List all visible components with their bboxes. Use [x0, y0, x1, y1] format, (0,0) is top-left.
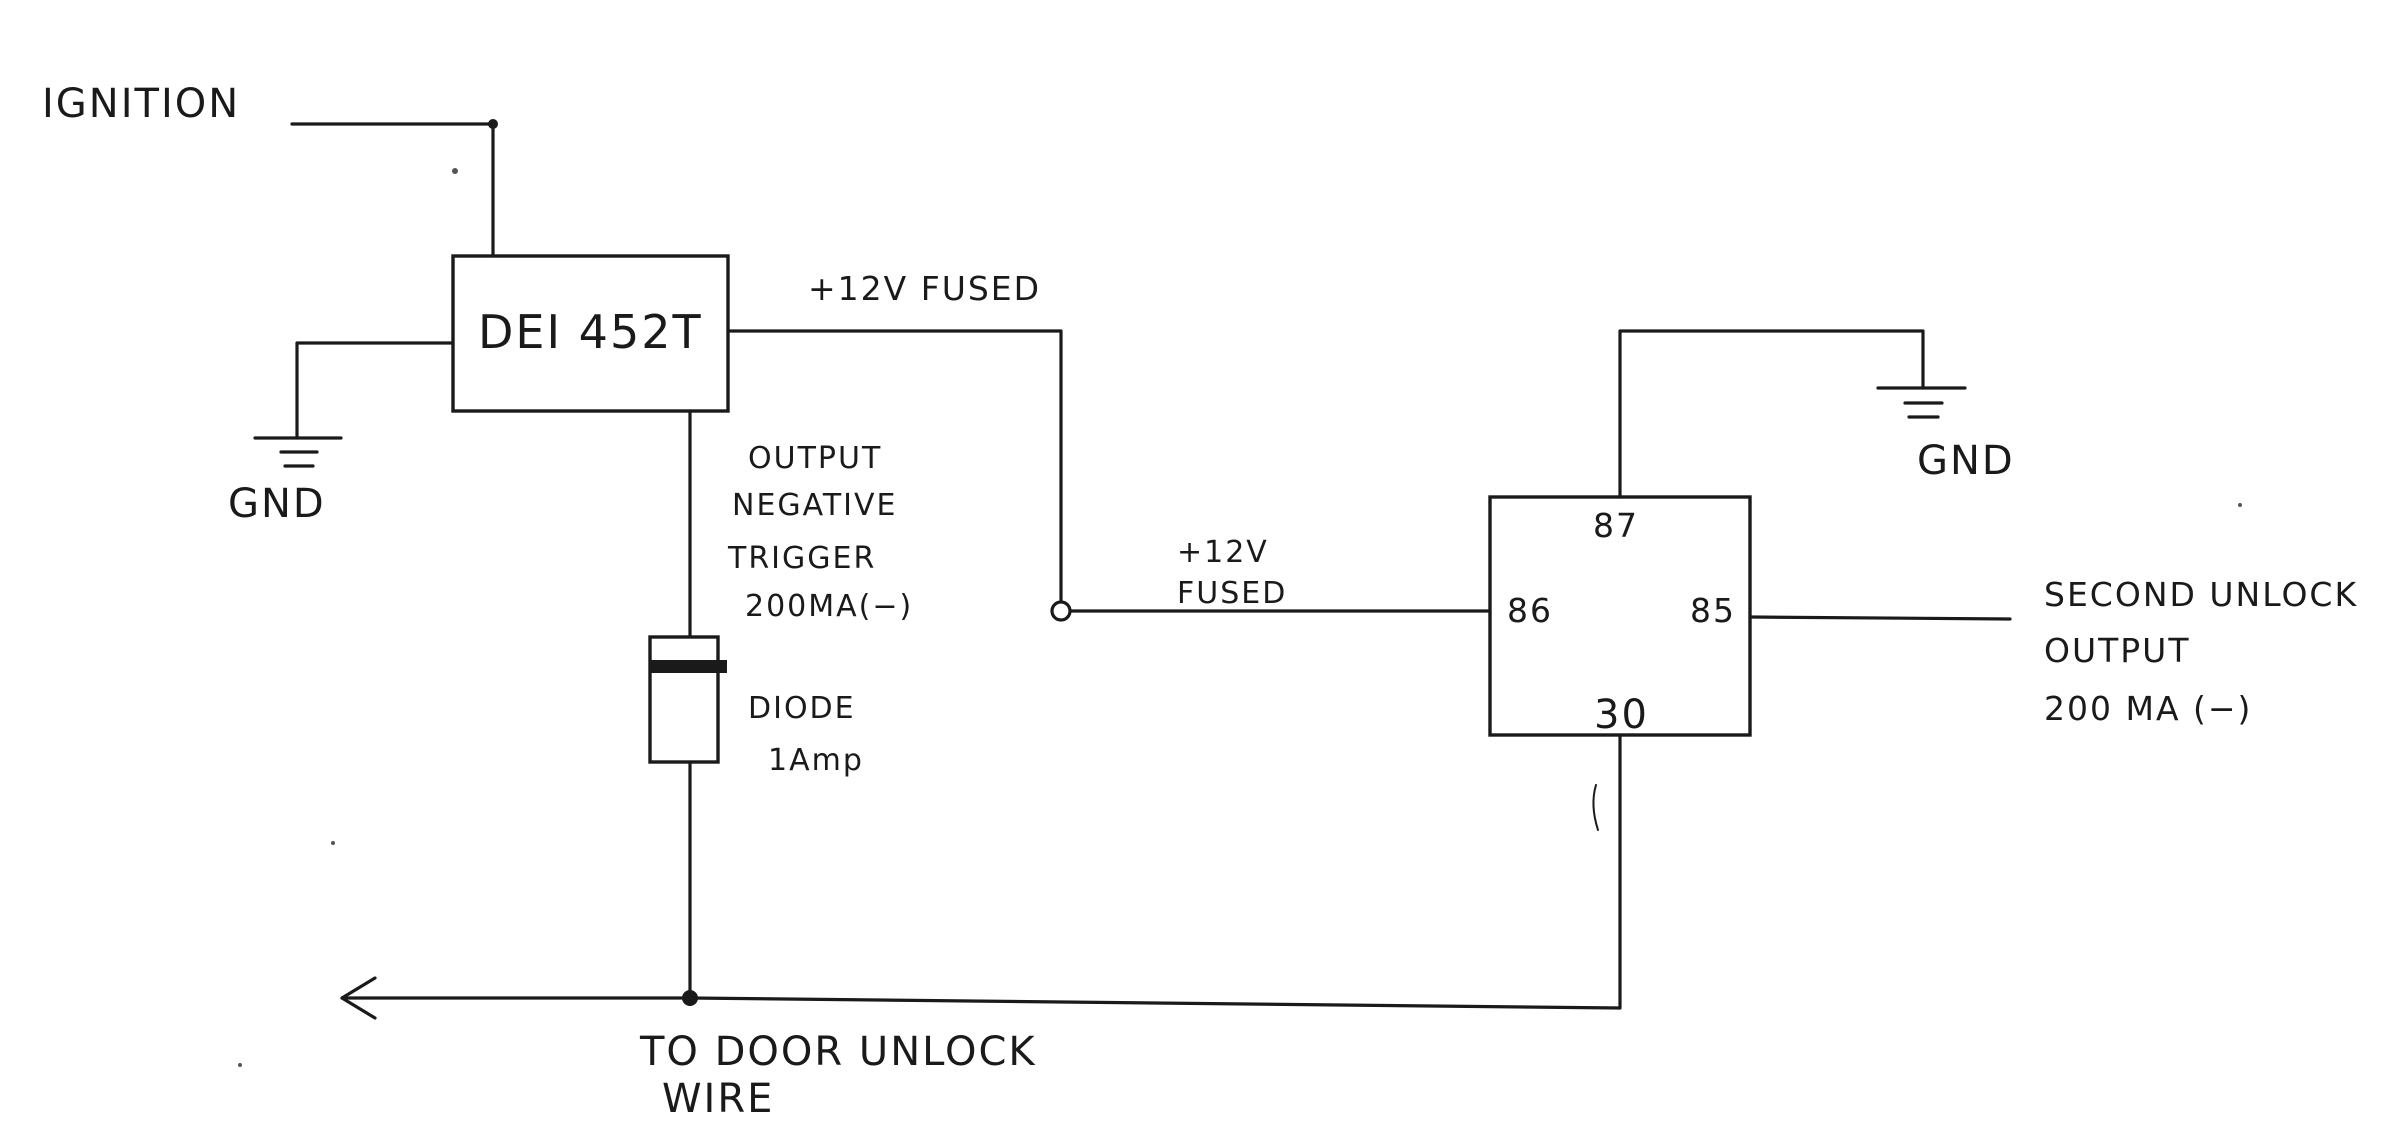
second-unlock-label-3: 200 MA (−) [2044, 689, 2252, 728]
second-unlock-label-2: OUTPUT [2044, 631, 2191, 670]
door-unlock-label-2: WIRE [662, 1076, 774, 1122]
gnd-right-label: GND [1917, 438, 2015, 484]
relay-85-wire [1748, 615, 2012, 621]
ignition-wire [290, 122, 495, 258]
output-label-3: TRIGGER [727, 541, 876, 576]
second-unlock-label-1: SECOND UNLOCK [2044, 575, 2358, 614]
relay-pin-87: 87 [1593, 506, 1639, 545]
fused-label-top: +12V FUSED [808, 269, 1041, 308]
relay-pin-86: 86 [1507, 591, 1553, 630]
stray-mark [1592, 784, 1599, 831]
relay-pin-85: 85 [1690, 591, 1736, 630]
output-label-1: OUTPUT [748, 441, 882, 476]
fused-junction [1050, 600, 1072, 622]
diode-label-2: 1Amp [768, 743, 864, 778]
module-label: DEI 452T [478, 305, 703, 359]
relay-87-wire [1618, 329, 1925, 499]
speck-dot [2238, 503, 2242, 507]
speck-dot [452, 168, 458, 174]
fused-label-mid-1: +12V [1177, 535, 1269, 570]
door-unlock-wire [340, 733, 1622, 1010]
module-box [451, 254, 730, 413]
door-unlock-arrow [340, 976, 377, 1020]
fused-wire [726, 329, 1492, 613]
fused-label-mid-2: FUSED [1177, 576, 1287, 611]
gnd-left-label: GND [228, 481, 326, 527]
ignition-label: IGNITION [42, 81, 240, 127]
diode-label-1: DIODE [748, 691, 856, 726]
output-label-4: 200MA(−) [745, 589, 913, 624]
speck-dot [238, 1063, 242, 1067]
door-unlock-label-1: TO DOOR UNLOCK [639, 1029, 1037, 1075]
diode-body [648, 635, 720, 764]
ignition-junction [488, 119, 498, 129]
gnd-left-wire [295, 341, 455, 440]
diode-band [650, 660, 727, 673]
speck-dot [331, 841, 335, 845]
relay-pin-30: 30 [1594, 692, 1649, 738]
output-label-2: NEGATIVE [732, 488, 898, 523]
